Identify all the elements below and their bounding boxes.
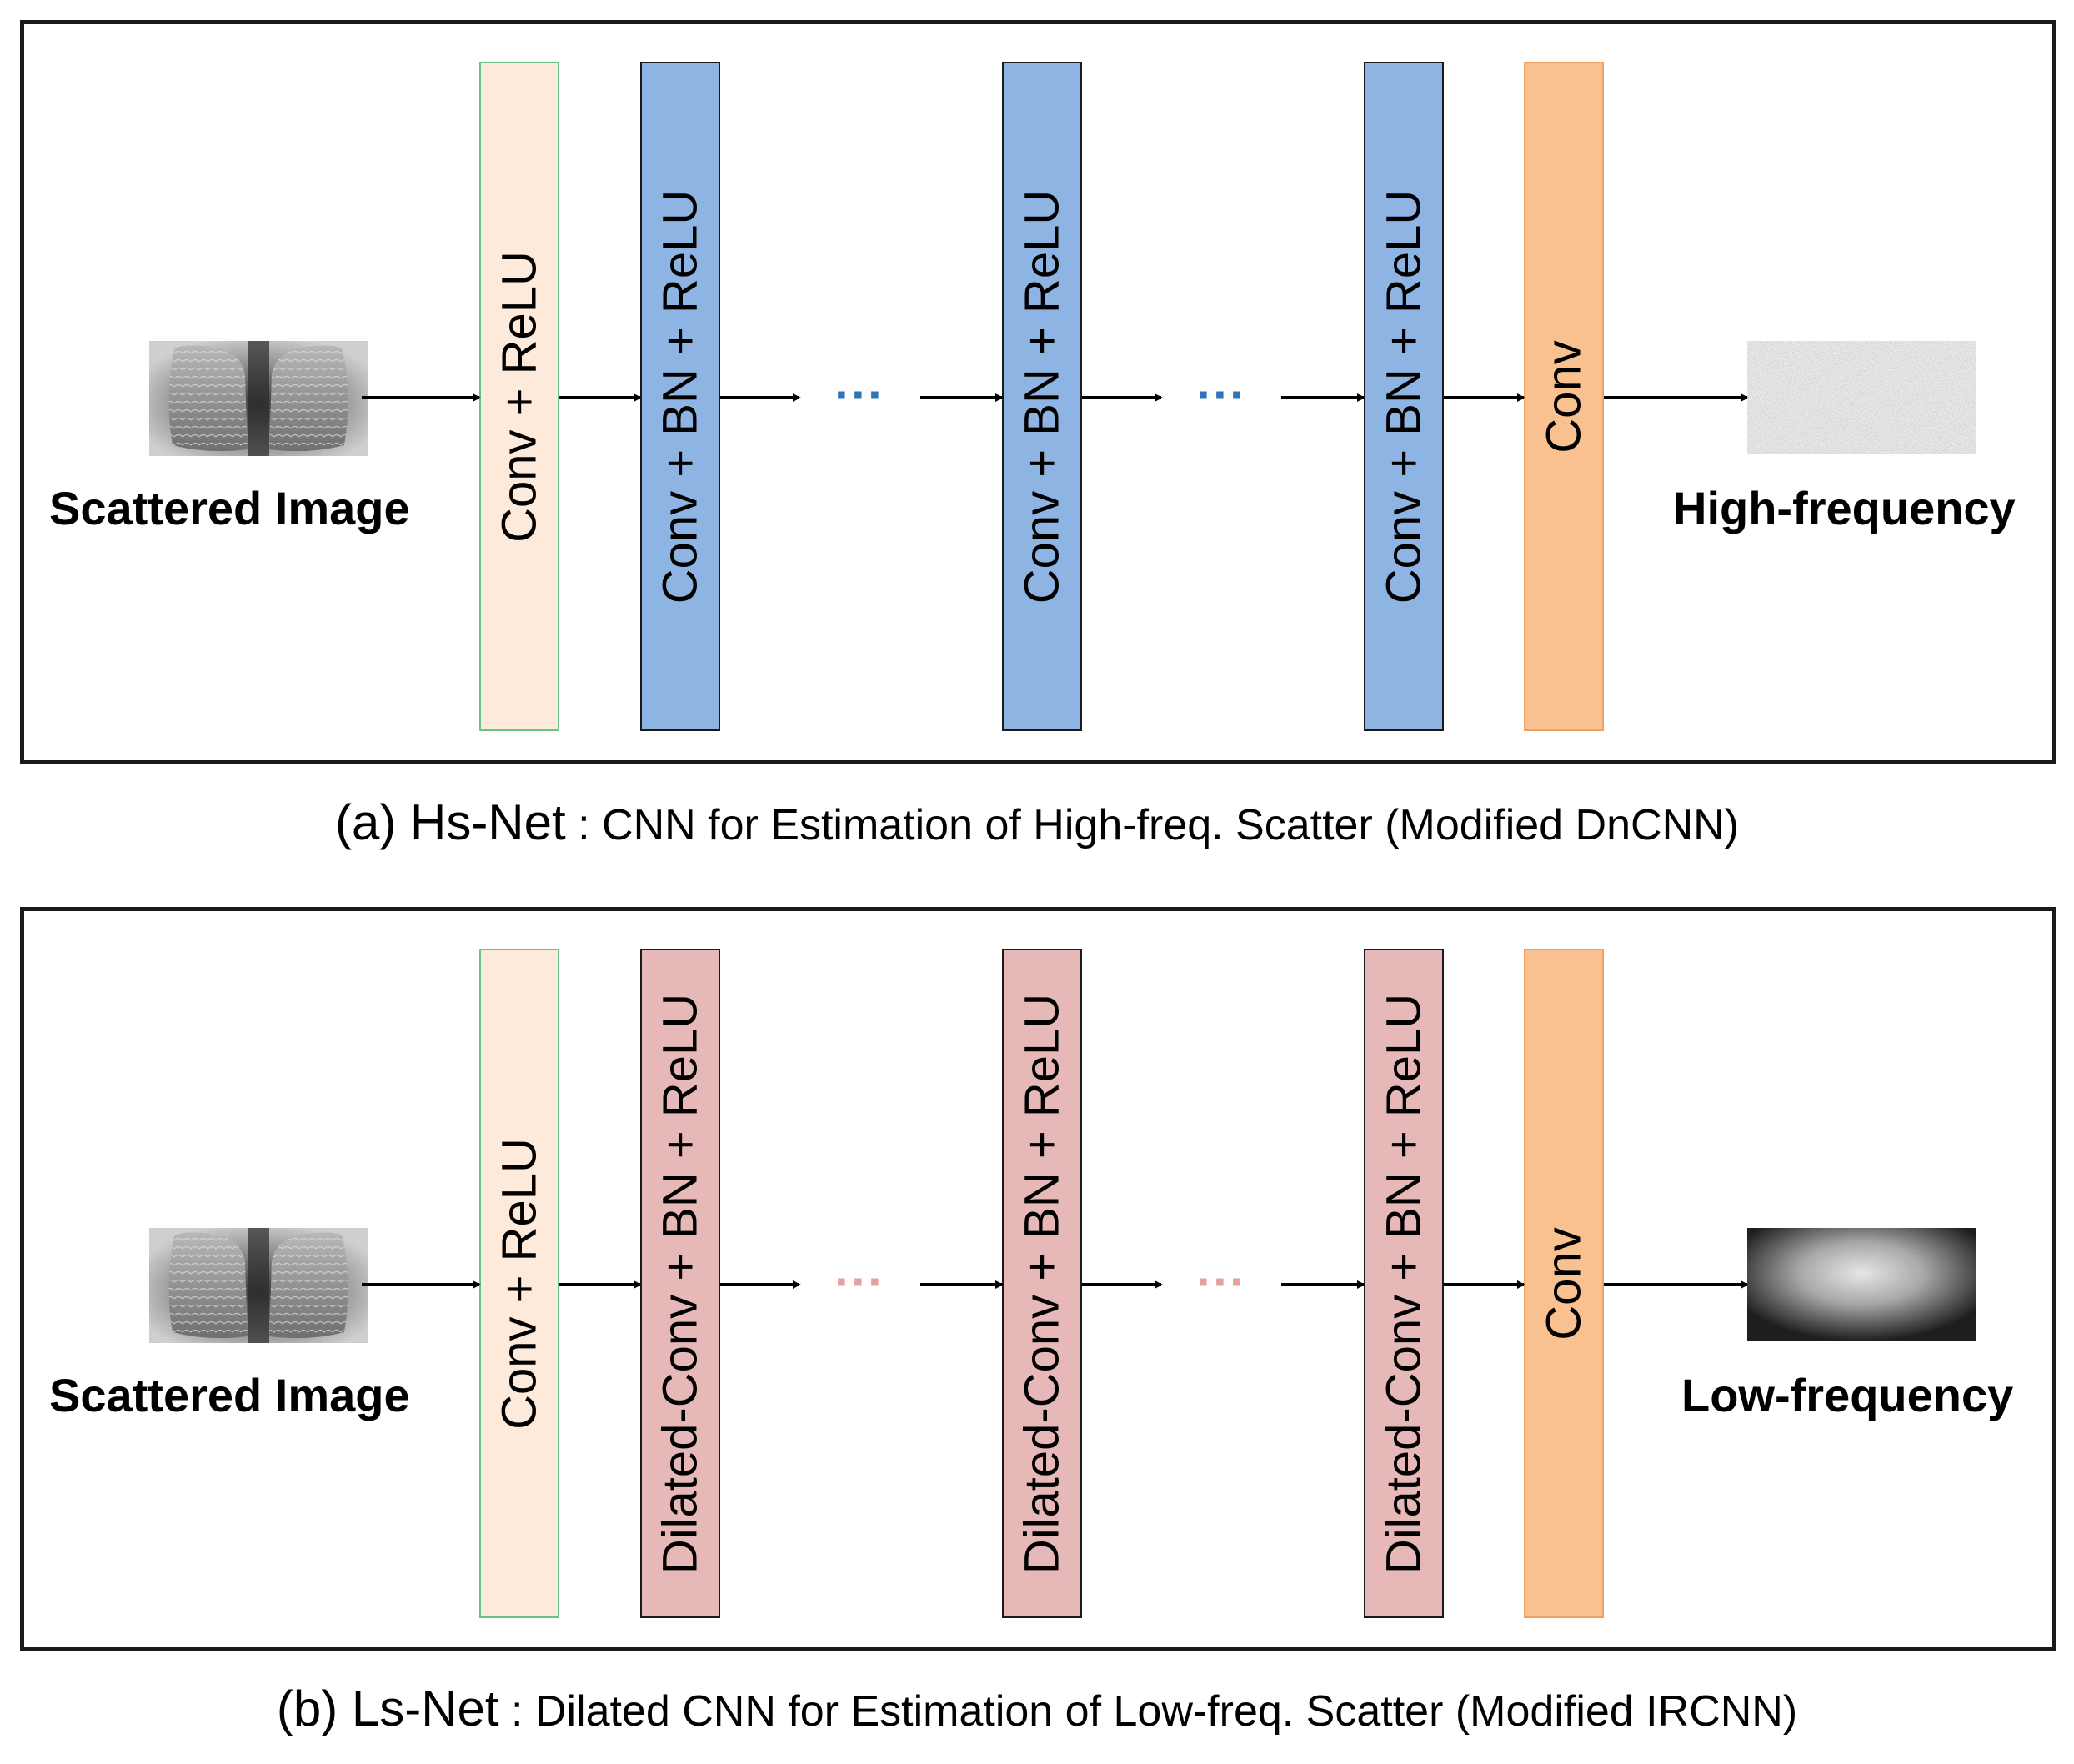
- scattered-image-thumbnail: [149, 1228, 368, 1343]
- caption-description: : CNN for Estimation of High-freq. Scatt…: [565, 801, 1739, 849]
- conv-bn-relu-layer: Conv + BN + ReLU: [1364, 62, 1444, 731]
- caption-network-name: (a) Hs-Net: [335, 794, 566, 850]
- ellipsis: ···: [834, 1254, 884, 1310]
- dilated-conv-bn-relu-layer: Dilated-Conv + BN + ReLU: [640, 949, 720, 1618]
- hs-net-panel: Scattered Image Conv + ReLU Conv + BN + …: [20, 20, 2056, 764]
- caption-network-name: (b) Ls-Net: [276, 1681, 499, 1736]
- high-frequency-output-image: [1747, 341, 1976, 454]
- flow-arrows: ··· ···: [362, 1254, 1749, 1310]
- output-label: Low-frequency: [1681, 1369, 2014, 1421]
- figure-caption: (b) Ls-Net : Dilated CNN for Estimation …: [0, 1680, 2074, 1737]
- conv-relu-layer: Conv + ReLU: [479, 62, 559, 731]
- low-frequency-output-image: [1747, 1228, 1976, 1341]
- conv-output-layer: Conv: [1524, 949, 1604, 1618]
- input-label: Scattered Image: [49, 1369, 410, 1421]
- flow-arrows: ··· ···: [362, 367, 1749, 423]
- output-label: High-frequency: [1673, 482, 2016, 534]
- caption-description: : Dilated CNN for Estimation of Low-freq…: [498, 1687, 1798, 1736]
- dilated-conv-bn-relu-layer: Dilated-Conv + BN + ReLU: [1002, 949, 1082, 1618]
- conv-output-layer: Conv: [1524, 62, 1604, 731]
- ellipsis: ···: [1196, 1254, 1246, 1310]
- input-label: Scattered Image: [49, 482, 410, 534]
- conv-bn-relu-layer: Conv + BN + ReLU: [1002, 62, 1082, 731]
- ellipsis: ···: [834, 367, 884, 423]
- figure-caption: (a) Hs-Net : CNN for Estimation of High-…: [0, 794, 2074, 851]
- ls-net-panel: Scattered Image Conv + ReLU Dilated-Conv…: [20, 907, 2056, 1651]
- ellipsis: ···: [1196, 367, 1246, 423]
- scattered-image-thumbnail: [149, 341, 368, 456]
